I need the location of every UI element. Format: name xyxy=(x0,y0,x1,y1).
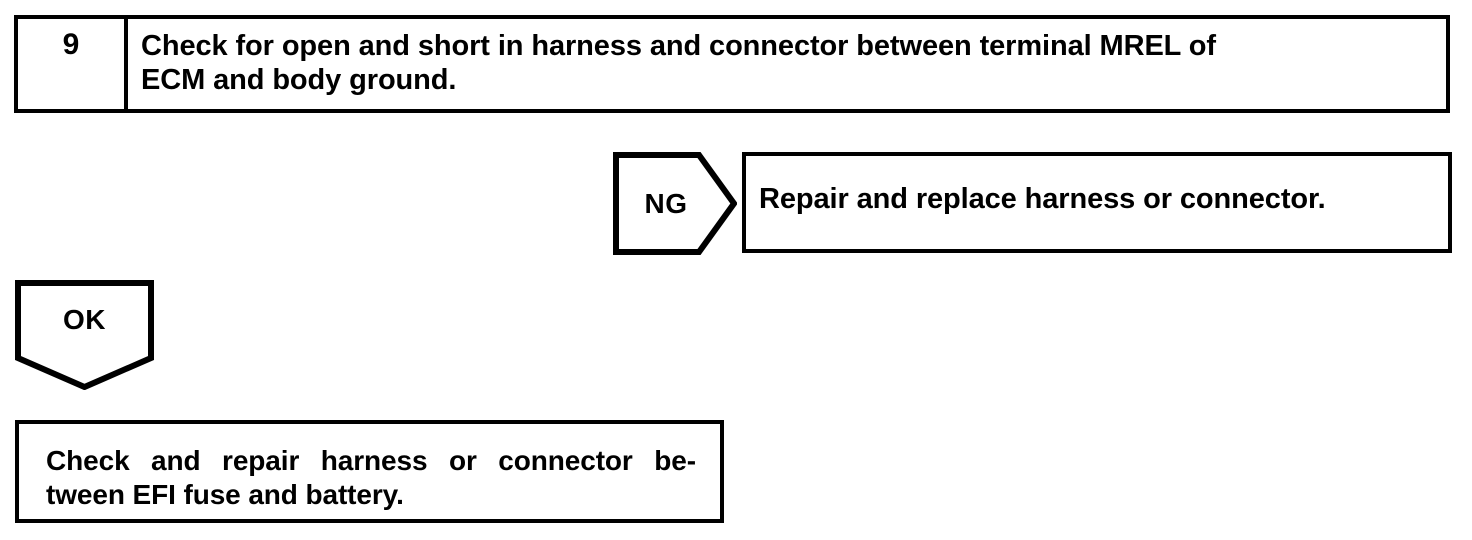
ok-pentagon-shape xyxy=(15,280,154,390)
ng-pentagon-shape xyxy=(613,152,737,255)
step-number-cell: 9 xyxy=(18,19,128,109)
ok-result-word: be- xyxy=(654,445,696,476)
ok-result-line-2: tween EFI fuse and battery. xyxy=(46,479,404,511)
step-instruction-cell: Check for open and short in harness and … xyxy=(128,19,1446,109)
ok-result-word: repair xyxy=(222,445,300,476)
ng-result-box: Repair and replace harness or connector. xyxy=(742,152,1452,253)
ng-branch-pentagon xyxy=(613,152,737,255)
step-instruction-text: Check for open and short in harness and … xyxy=(141,30,1216,97)
ng-result-text: Repair and replace harness or connector. xyxy=(759,183,1326,215)
ok-result-word: Check xyxy=(46,445,130,476)
ok-branch-pentagon xyxy=(15,280,154,390)
ok-result-box: Check and repair harness or connector be… xyxy=(15,420,724,523)
ok-result-word: and xyxy=(151,445,201,476)
ok-result-line-1: Check and repair harness or connector be… xyxy=(46,444,696,478)
ok-result-word: or xyxy=(448,445,477,476)
ok-result-word: connector xyxy=(498,445,633,476)
step-number: 9 xyxy=(62,28,80,61)
ok-result-word: harness xyxy=(320,445,428,476)
step-row: 9 Check for open and short in harness an… xyxy=(14,15,1450,113)
